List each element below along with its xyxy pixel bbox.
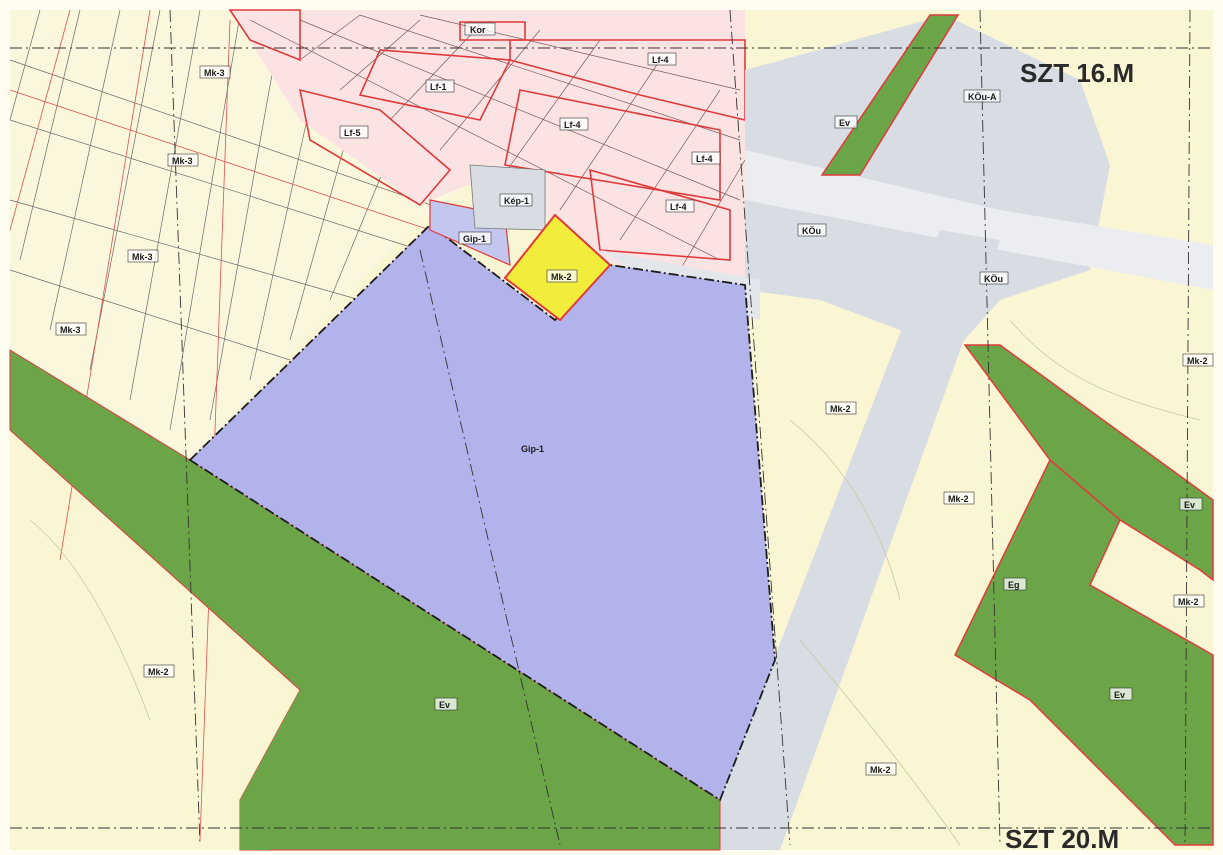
zone-label-gip1-small: Gip-1 <box>463 234 486 244</box>
zone-label-lf5: Lf-5 <box>344 128 361 138</box>
zone-label-gip1: Gip-1 <box>521 444 544 454</box>
sheet-label-top: SZT 16.M <box>1020 58 1134 88</box>
reference-lines <box>10 9 1213 846</box>
zone-label-mk2-b: Mk-2 <box>948 494 969 504</box>
zone-label-eg: Eg <box>1008 580 1020 590</box>
zone-label-lf4-b: Lf-4 <box>564 120 581 130</box>
zone-label-kep1: Kép-1 <box>504 196 529 206</box>
zone-label-ev4: Ev <box>1114 690 1125 700</box>
forest-south-strip <box>240 690 330 850</box>
residential-zone-borders <box>228 9 746 261</box>
sheet-label-bottom: SZT 20.M <box>1005 824 1119 854</box>
zone-label-ev2: Ev <box>439 700 450 710</box>
residential-parcel-lines <box>249 14 746 271</box>
zone-label-mk2-c: Mk-2 <box>1187 356 1208 366</box>
zone-label-mk2-a: Mk-2 <box>830 404 851 414</box>
zone-label-koa: KÖu-A <box>968 92 997 102</box>
zone-labels: Kor Lf-4 Lf-1 Lf-5 Lf-4 Lf-4 Lf-4 Mk-3 M… <box>55 22 1214 776</box>
zone-label-ev1: Ev <box>839 118 850 128</box>
transport-area-north <box>745 15 1110 345</box>
zone-label-mk2-f: Mk-2 <box>870 765 891 775</box>
zone-label-kou-b: KÖu <box>984 274 1003 284</box>
zone-label-mk3-a: Mk-3 <box>204 68 225 78</box>
zone-label-lf1: Lf-1 <box>430 82 447 92</box>
zone-label-lf4-a: Lf-4 <box>652 55 669 65</box>
residential-area <box>230 10 745 285</box>
zone-label-ev3: Ev <box>1184 500 1195 510</box>
zone-label-lf4-d: Lf-4 <box>670 202 687 212</box>
zone-label-mk3-d: Mk-3 <box>60 325 81 335</box>
contour-lines-east <box>29 319 1201 846</box>
forest-southeast <box>954 458 1214 846</box>
zone-label-mk3-b: Mk-3 <box>172 156 193 166</box>
zone-label-mk2-e: Mk-2 <box>148 667 169 677</box>
forest-north <box>820 14 960 176</box>
road-corridor-diagonal <box>700 230 1000 850</box>
road-corridor-east <box>745 150 1213 290</box>
zone-label-mk2-d: Mk-2 <box>1178 597 1199 607</box>
zone-label-kou-a: KÖu <box>802 226 821 236</box>
industrial-parcel-main <box>188 223 776 802</box>
zone-label-mk3-c: Mk-3 <box>132 252 153 262</box>
parcel-lines-west <box>9 9 461 431</box>
zone-label-kor: Kor <box>470 25 486 35</box>
zone-label-mk2-yellow: Mk-2 <box>551 272 572 282</box>
special-parcel-yellow <box>503 213 612 322</box>
zone-label-lf4-c: Lf-4 <box>696 154 713 164</box>
